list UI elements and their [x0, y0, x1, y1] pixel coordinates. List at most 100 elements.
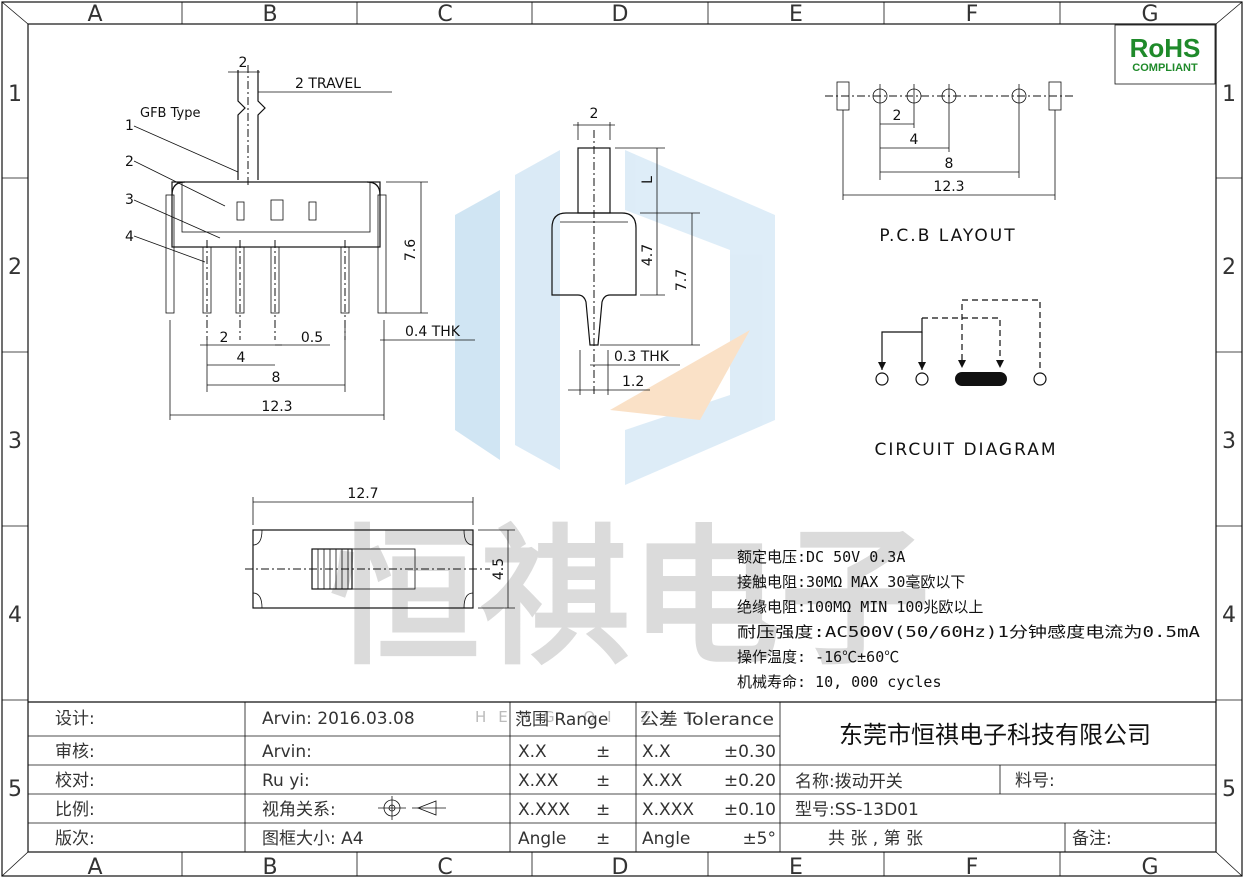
projection-symbol-icon: [378, 796, 446, 820]
specifications: 额定电压:DC 50V 0.3A 接触电阻:30MΩ MAX 30毫欧以下 绝缘…: [737, 548, 1200, 691]
dim-front-77: 7.7: [674, 269, 690, 291]
tb-remark: 备注:: [1072, 829, 1112, 849]
dim-front-L: L: [640, 176, 656, 184]
row-ticks: [2, 177, 1242, 701]
tb-tol-left: X.XXX: [642, 800, 694, 820]
tb-label-check: 校对:: [55, 771, 95, 791]
spec-line: 绝缘电阻:100MΩ MIN 100兆欧以上: [737, 598, 983, 616]
col-label: C: [437, 855, 452, 880]
col-label: B: [262, 2, 277, 27]
row-label: 4: [1222, 603, 1236, 628]
col-label: A: [87, 855, 102, 880]
tb-label-version: 版次:: [55, 829, 95, 849]
col-label: E: [789, 855, 803, 880]
tb-sheet: 共 张 , 第 张: [828, 829, 923, 849]
col-label: E: [789, 2, 803, 27]
watermark-logo: [455, 150, 775, 485]
pcb-dim-2: 2: [893, 108, 902, 124]
col-label: F: [966, 855, 979, 880]
column-letters-top: A B C D E F G: [87, 2, 1158, 27]
pcb-dim-4: 4: [910, 132, 919, 148]
logo-arrow: [610, 330, 750, 420]
tb-pm: ±: [596, 829, 610, 849]
tb-pm: ±: [596, 742, 610, 762]
row-label: 1: [1222, 82, 1236, 107]
row-numbers-left: 1 2 3 4 5: [8, 82, 22, 802]
tb-tol-right: ±0.30: [724, 742, 776, 762]
logo-bar-mid: [515, 150, 560, 470]
row-label: 5: [8, 777, 22, 802]
tb-product-name: 名称:拨动开关: [795, 772, 903, 792]
col-label: D: [612, 2, 629, 27]
column-letters-bottom: A B C D E F G: [87, 855, 1158, 880]
tb-tol-left: X.X: [642, 742, 671, 762]
col-label: C: [437, 2, 452, 27]
tb-range: X.XX: [518, 771, 559, 791]
title-block: [28, 701, 1216, 852]
gfb-type-label: GFB Type: [140, 106, 200, 121]
tb-range: X.X: [518, 742, 547, 762]
dim-pitch-2: 2: [220, 330, 229, 346]
logo-bar-shape: [625, 150, 775, 485]
logo-bar-left: [455, 190, 500, 460]
top-view: [245, 497, 515, 609]
tb-label-design: 设计:: [55, 709, 95, 729]
tb-model: 型号:SS-13D01: [795, 800, 919, 820]
pcb-dim-8: 8: [945, 156, 954, 172]
spec-line: 机械寿命: 10, 000 cycles: [737, 673, 942, 691]
tb-tol-right: ±0.10: [724, 800, 776, 820]
tb-part-number: 料号:: [1015, 771, 1055, 791]
dim-width-123: 12.3: [261, 399, 292, 415]
dim-actuator-2: 2: [239, 55, 248, 71]
tb-pm: ±: [596, 800, 610, 820]
col-label: G: [1141, 855, 1158, 880]
circuit-diagram-label: CIRCUIT DIAGRAM: [875, 440, 1058, 460]
callout-3: 3: [125, 192, 134, 208]
rohs-title: RoHS: [1130, 33, 1201, 63]
rohs-badge: RoHS COMPLIANT: [1114, 24, 1216, 85]
column-ticks: [181, 2, 1061, 876]
company-name: 东莞市恒祺电子科技有限公司: [839, 721, 1151, 749]
tb-checker: Ru yi:: [262, 771, 310, 791]
row-numbers-right: 1 2 3 4 5: [1222, 82, 1236, 802]
tb-range: Angle: [518, 829, 566, 849]
tb-label-scale: 比例:: [55, 800, 95, 820]
dim-front-2: 2: [590, 106, 599, 122]
watermark-text: 恒祺电子: [330, 510, 930, 686]
col-label: D: [612, 855, 629, 880]
dim-pitch-4: 4: [237, 350, 246, 366]
tb-designer: Arvin: 2016.03.08: [262, 709, 415, 729]
col-label: G: [1141, 2, 1158, 27]
spec-line: 操作温度: -16℃±60℃: [737, 648, 899, 666]
tb-frame-size: 图框大小: A4: [262, 829, 364, 849]
callout-1: 1: [125, 118, 134, 134]
dim-pitch-8: 8: [272, 370, 281, 386]
pcb-layout-label: P.C.B LAYOUT: [879, 226, 1016, 246]
dim-front-47: 4.7: [640, 244, 656, 266]
dim-front-thk: 0.3 THK: [614, 349, 670, 365]
spec-line: 接触电阻:30MΩ MAX 30毫欧以下: [737, 573, 965, 591]
row-label: 3: [8, 429, 22, 454]
side-view: [133, 65, 475, 420]
row-label: 1: [8, 82, 22, 107]
pcb-dim-123: 12.3: [933, 179, 964, 195]
rohs-subtitle: COMPLIANT: [1132, 62, 1198, 74]
tb-tol-left: Angle: [642, 829, 690, 849]
tb-range: X.XXX: [518, 800, 570, 820]
dim-top-127: 12.7: [347, 486, 378, 502]
row-label: 5: [1222, 777, 1236, 802]
tb-tolerance-header: 公差 Tolerance: [640, 710, 774, 730]
col-label: B: [262, 855, 277, 880]
watermark-latin: HENG QI ZHI: [475, 708, 702, 726]
dim-front-12: 1.2: [622, 374, 644, 390]
dim-05: 0.5: [301, 330, 323, 346]
circuit-diagram: [875, 299, 1047, 386]
callout-2: 2: [125, 154, 134, 170]
row-label: 2: [1222, 255, 1236, 280]
front-view: [551, 122, 700, 395]
tb-range-header: 范围 Range: [515, 710, 608, 730]
row-label: 4: [8, 603, 22, 628]
tb-projection: 视角关系:: [262, 800, 336, 820]
